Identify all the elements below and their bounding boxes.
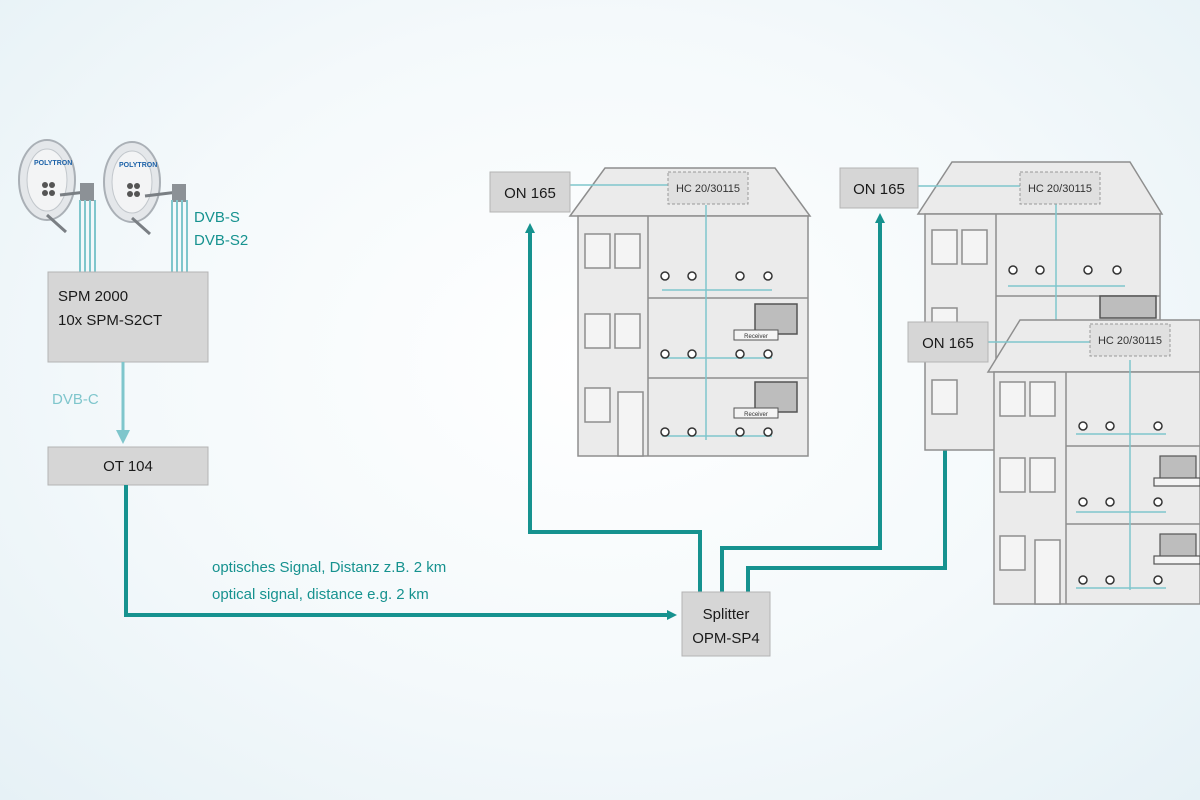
building-3-wiring (988, 341, 1166, 590)
fiber-to-house2 (720, 213, 885, 592)
building-2-wiring (914, 185, 1125, 320)
fiber-main (124, 485, 677, 620)
fiber-caption-de: optisches Signal, Distanz z.B. 2 km (212, 559, 446, 576)
dvb-s2-label: DVB-S2 (194, 232, 248, 249)
receiver-label-1: ON 165 (504, 185, 556, 202)
hc-box-3: HC 20/30115 (1089, 323, 1171, 357)
building-2-outlets (1008, 265, 1122, 275)
dish-brand-2: POLYTRON (119, 162, 157, 169)
hc-box-2: HC 20/30115 (1019, 171, 1101, 205)
dvb-c-arrowhead (116, 430, 130, 444)
receiver-box-1: ON 165 (489, 171, 571, 213)
splitter-box: Splitter OPM-SP4 (681, 591, 771, 657)
receiver-label: Receiver (744, 412, 768, 418)
fiber-caption-en: optical signal, distance e.g. 2 km (212, 586, 429, 603)
hc-label-2: HC 20/30115 (1028, 183, 1092, 195)
hc-label-3: HC 20/30115 (1098, 335, 1162, 347)
building-2-tv (1099, 295, 1157, 319)
building-1-tv-1: Receiver (733, 303, 798, 341)
dvb-s-label: DVB-S (194, 209, 240, 226)
fiber-to-house1 (525, 223, 702, 592)
headend-box: SPM 2000 10x SPM-S2CT (47, 271, 209, 363)
splitter-line1: Splitter (703, 606, 750, 623)
splitter-line2: OPM-SP4 (692, 630, 760, 647)
receiver-label-2: ON 165 (853, 181, 905, 198)
receiver-box-3: ON 165 (907, 321, 989, 363)
building-1-tv-2: Receiver (733, 381, 798, 419)
satellite-dish-2: POLYTRON (103, 141, 186, 236)
transmitter-box: OT 104 (47, 446, 209, 486)
receiver-label-3: ON 165 (922, 335, 974, 352)
dish-brand-1: POLYTRON (34, 160, 72, 167)
dvb-c-label: DVB-C (52, 391, 99, 408)
lnb-cables (79, 200, 188, 272)
building-1-outlets (660, 271, 773, 437)
fiber-to-house3 (746, 375, 950, 592)
building-3-devices (1153, 455, 1200, 565)
hc-box-1: HC 20/30115 (667, 171, 749, 205)
headend-line1: SPM 2000 (58, 288, 128, 305)
receiver-box-2: ON 165 (839, 167, 919, 209)
transmitter-label: OT 104 (103, 458, 153, 475)
fiber-paths (124, 213, 950, 620)
building-3-outlets (1078, 421, 1163, 585)
satellite-dish-1: POLYTRON (18, 139, 94, 234)
headend-line2: 10x SPM-S2CT (58, 312, 162, 329)
building-1-wiring (570, 184, 772, 440)
receiver-label: Receiver (744, 334, 768, 340)
hc-label-1: HC 20/30115 (676, 183, 740, 195)
